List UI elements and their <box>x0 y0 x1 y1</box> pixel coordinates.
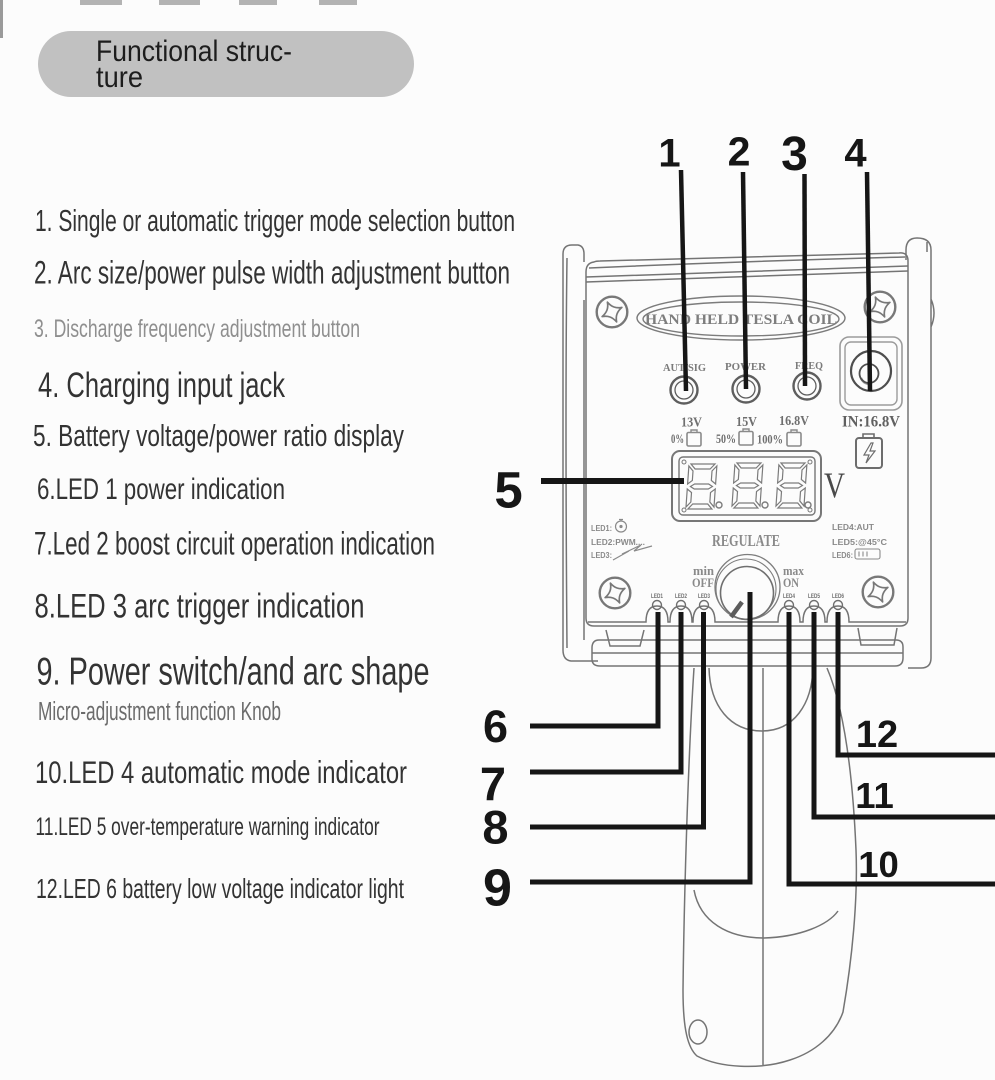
svg-text:min: min <box>693 563 715 578</box>
svg-text:10.LED 4 automatic mode indica: 10.LED 4 automatic mode indicator <box>35 754 407 790</box>
svg-text:LED2:PWM....: LED2:PWM.... <box>591 538 645 547</box>
svg-text:2. Arc size/power pulse width: 2. Arc size/power pulse width adjustment… <box>34 255 510 291</box>
svg-text:max: max <box>783 563 804 578</box>
svg-text:LED4:AUT: LED4:AUT <box>832 523 874 532</box>
svg-text:50%: 50% <box>716 431 736 446</box>
svg-text:0%: 0% <box>671 431 684 446</box>
svg-text:11.LED 5 over-temperature warn: 11.LED 5 over-temperature warning indica… <box>36 813 380 841</box>
svg-text:LED6:: LED6: <box>832 551 853 560</box>
svg-text:100%: 100% <box>757 432 783 447</box>
svg-text:LED1: LED1 <box>651 593 663 600</box>
svg-text:1: 1 <box>658 132 680 176</box>
svg-text:LED1:: LED1: <box>591 524 612 533</box>
svg-text:8: 8 <box>482 801 508 854</box>
svg-text:Functional struc-: Functional struc- <box>96 35 292 68</box>
svg-text:ON: ON <box>783 575 800 590</box>
svg-text:9: 9 <box>483 860 512 918</box>
svg-text:5: 5 <box>494 462 522 519</box>
svg-text:16.8V: 16.8V <box>779 414 809 429</box>
svg-text:2: 2 <box>728 129 751 175</box>
svg-text:7.Led 2 boost circuit operatio: 7.Led 2 boost circuit operation indicati… <box>34 526 435 562</box>
svg-text:12.LED 6 battery low voltage i: 12.LED 6 battery low voltage indicator l… <box>36 873 404 904</box>
svg-text:IN:16.8V: IN:16.8V <box>842 414 900 431</box>
svg-text:HAND HELD TESLA COIL: HAND HELD TESLA COIL <box>645 312 837 328</box>
svg-text:10: 10 <box>858 844 899 885</box>
svg-text:5. Battery voltage/power ratio: 5. Battery voltage/power ratio display <box>33 419 405 453</box>
svg-text:OFF: OFF <box>692 575 714 590</box>
svg-text:V: V <box>824 465 845 505</box>
svg-text:LED5:@45°C: LED5:@45°C <box>832 538 887 547</box>
svg-text:4. Charging input jack: 4. Charging input jack <box>38 365 285 405</box>
svg-text:Micro-adjustment function Knob: Micro-adjustment function Knob <box>38 698 281 726</box>
svg-text:9. Power switch/and arc shape: 9. Power switch/and arc shape <box>37 651 430 694</box>
svg-text:6: 6 <box>483 701 508 752</box>
svg-text:3. Discharge frequency adjustm: 3. Discharge frequency adjustment button <box>34 315 360 343</box>
svg-text:LED3:: LED3: <box>591 551 612 560</box>
svg-text:REGULATE: REGULATE <box>712 531 780 550</box>
svg-text:LED2: LED2 <box>675 593 687 600</box>
svg-text:8.LED 3 arc trigger indication: 8.LED 3 arc trigger indication <box>35 588 365 626</box>
svg-text:13V: 13V <box>681 416 702 431</box>
svg-text:11: 11 <box>855 775 894 816</box>
svg-text:LED6: LED6 <box>832 593 844 600</box>
svg-text:12: 12 <box>856 714 898 756</box>
svg-text:LED4: LED4 <box>783 593 795 600</box>
svg-text:7: 7 <box>480 758 506 811</box>
svg-text:3: 3 <box>781 128 808 181</box>
svg-text:1. Single or automatic trigger: 1. Single or automatic trigger mode sele… <box>35 204 515 238</box>
svg-text:LED5: LED5 <box>808 593 820 600</box>
svg-text:6.LED 1 power indication: 6.LED 1 power indication <box>37 473 285 506</box>
svg-text:15V: 15V <box>736 415 757 430</box>
svg-text:ture: ture <box>96 61 143 94</box>
svg-text:FREQ: FREQ <box>795 361 823 372</box>
svg-text:LED3: LED3 <box>698 593 710 600</box>
svg-text:4: 4 <box>844 132 867 176</box>
